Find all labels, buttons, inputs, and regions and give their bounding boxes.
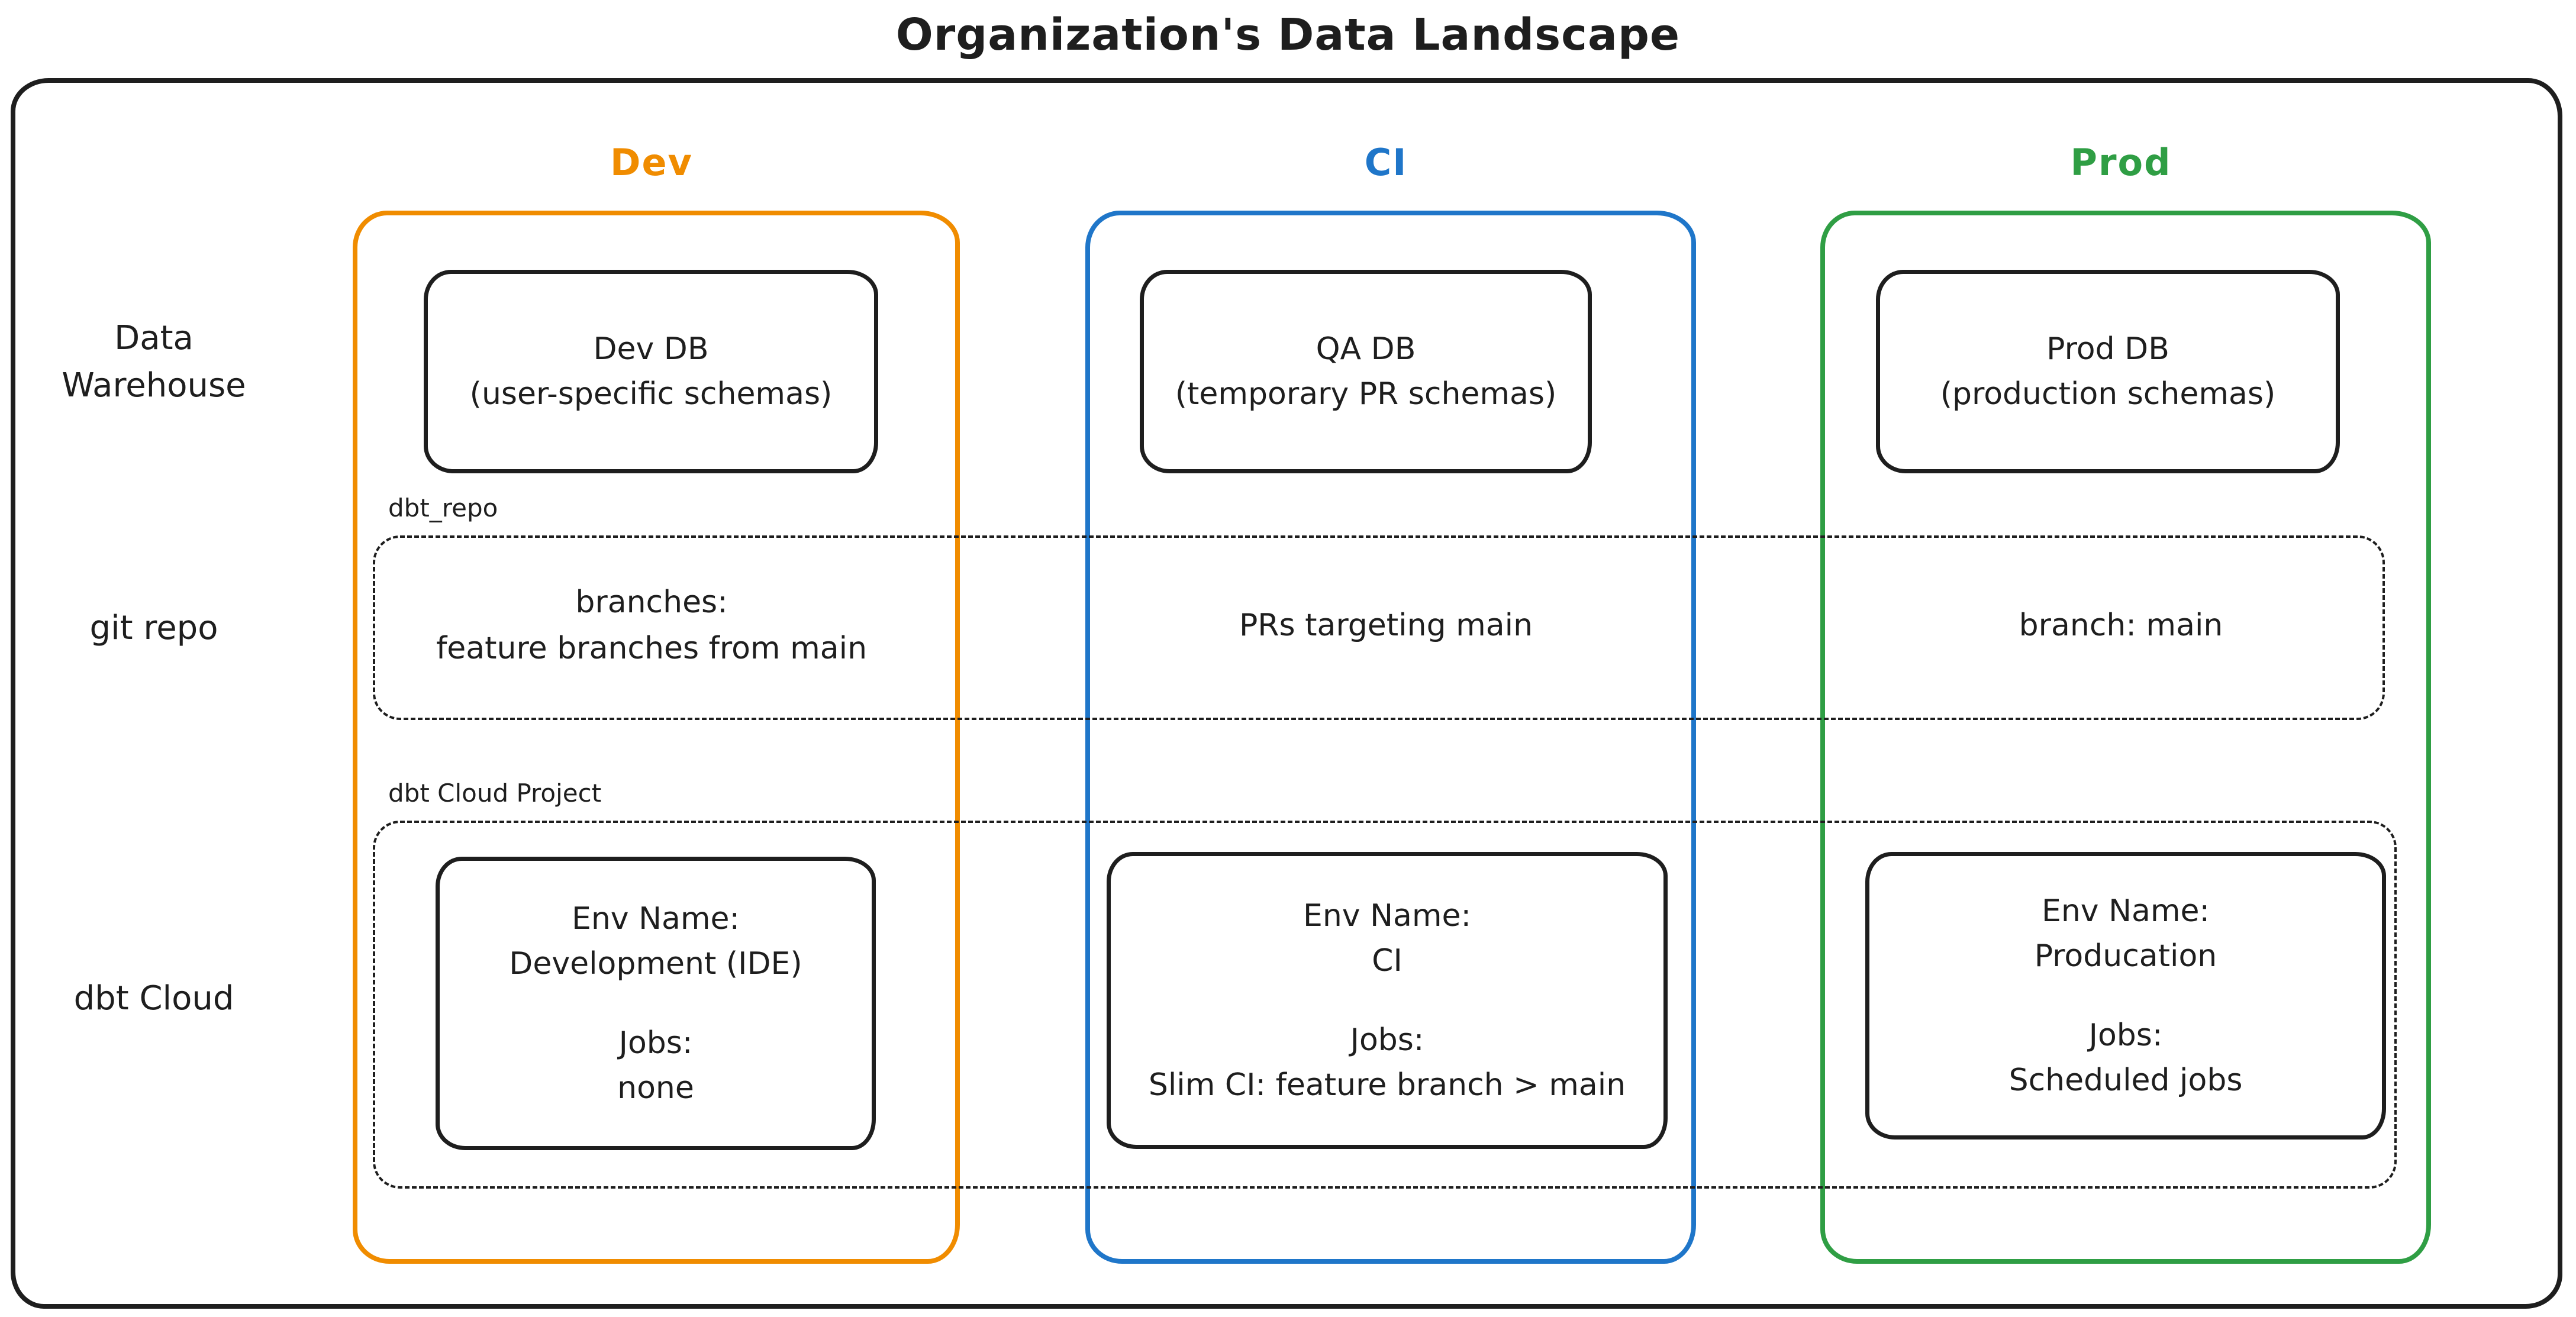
prod-db-box: Prod DB (production schemas) <box>1876 270 2340 473</box>
git-row-dev-line1: branches: <box>575 585 728 620</box>
column-frame-ci <box>1085 211 1696 1264</box>
prod-env-name-value: Producation <box>2034 938 2217 974</box>
dev-jobs-label: Jobs: <box>618 1025 693 1061</box>
dev-db-name: Dev DB <box>593 331 709 367</box>
prod-jobs-value: Scheduled jobs <box>2008 1063 2243 1098</box>
prod-db-name: Prod DB <box>2046 331 2169 367</box>
column-frame-prod <box>1820 211 2431 1264</box>
prod-jobs-label: Jobs: <box>2088 1018 2163 1053</box>
row-label-data-warehouse-line1: Data <box>114 319 194 357</box>
dev-db-detail: (user-specific schemas) <box>469 376 833 412</box>
row-label-dbt-cloud: dbt Cloud <box>73 979 234 1018</box>
qa-db-name: QA DB <box>1316 331 1416 367</box>
qa-db-detail: (temporary PR schemas) <box>1175 376 1557 412</box>
dev-env-name-value: Development (IDE) <box>509 946 802 982</box>
git-row-prod-text: branch: main <box>2019 608 2223 643</box>
dev-env-name-label: Env Name: <box>571 901 740 937</box>
dbt-repo-label: dbt_repo <box>388 493 498 522</box>
dev-jobs-value: none <box>617 1070 694 1106</box>
landscape-frame <box>11 78 2562 1309</box>
diagram-title: Organization's Data Landscape <box>895 9 1681 60</box>
ci-environment-box: Env Name: CI Jobs: Slim CI: feature bran… <box>1107 852 1668 1149</box>
prod-env-name-label: Env Name: <box>2041 893 2210 929</box>
prod-environment-box: Env Name: Producation Jobs: Scheduled jo… <box>1865 852 2386 1140</box>
git-row-dev-text: branches: feature branches from main <box>353 535 950 715</box>
ci-env-name-label: Env Name: <box>1302 898 1472 934</box>
row-label-data-warehouse-line2: Warehouse <box>62 366 246 405</box>
ci-jobs-label: Jobs: <box>1350 1022 1424 1058</box>
column-header-ci: CI <box>1364 141 1408 184</box>
dbt-repo-container <box>373 535 2385 720</box>
prod-db-detail: (production schemas) <box>1940 376 2276 412</box>
dbt-cloud-project-container <box>373 821 2397 1189</box>
dev-environment-box: Env Name: Development (IDE) Jobs: none <box>436 857 876 1150</box>
column-header-dev: Dev <box>610 141 693 184</box>
row-label-data-warehouse: Data Warehouse <box>24 315 284 409</box>
column-frame-dev <box>353 211 960 1264</box>
ci-jobs-value: Slim CI: feature branch > main <box>1148 1067 1626 1103</box>
ci-env-name-value: CI <box>1372 943 1403 979</box>
row-label-git-repo: git repo <box>89 609 218 647</box>
git-row-ci-text: PRs targeting main <box>1239 608 1533 643</box>
git-row-dev-line2: feature branches from main <box>436 631 868 666</box>
qa-db-box: QA DB (temporary PR schemas) <box>1140 270 1592 473</box>
dbt-cloud-project-label: dbt Cloud Project <box>388 779 602 808</box>
column-header-prod: Prod <box>2070 141 2172 184</box>
dev-db-box: Dev DB (user-specific schemas) <box>424 270 878 473</box>
